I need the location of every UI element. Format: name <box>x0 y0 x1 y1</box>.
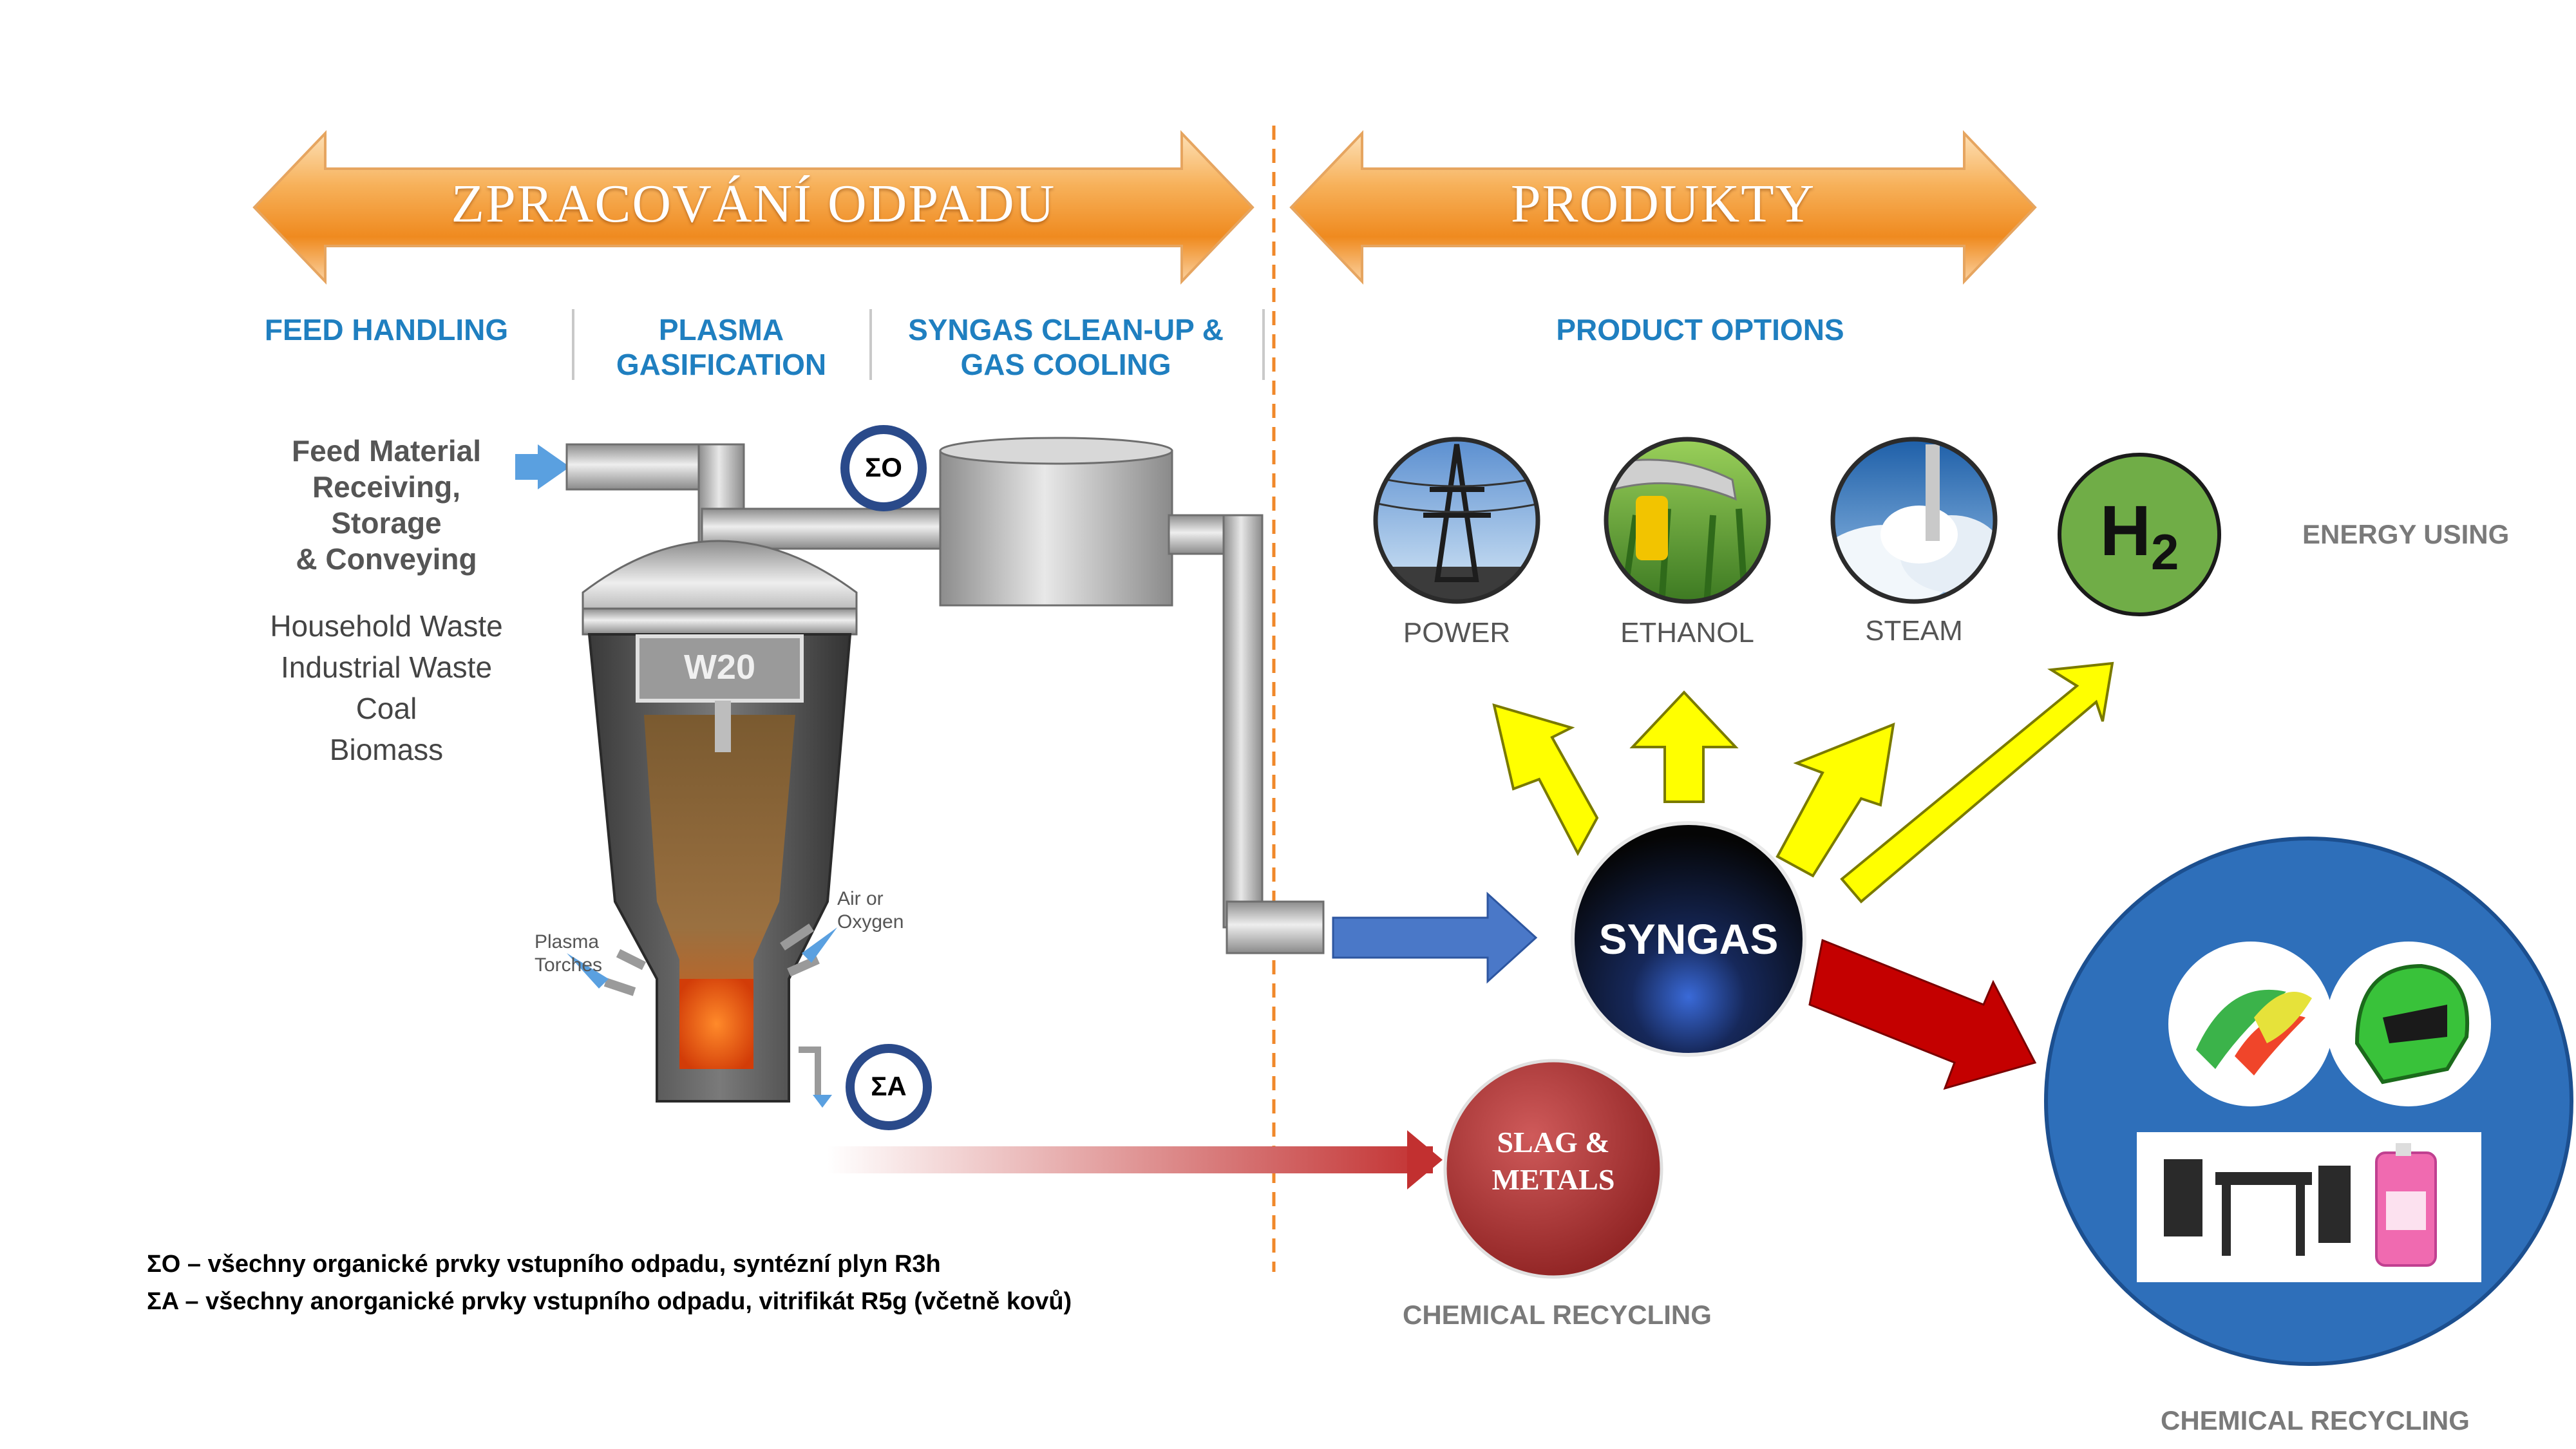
steam-image <box>1830 437 1998 604</box>
syngas-input-arrow <box>1332 891 1538 984</box>
arrow-to-h2 <box>1840 661 2114 904</box>
feed-item: Industrial Waste <box>280 650 493 684</box>
air-oxygen-label: Air or Oxygen <box>837 887 940 934</box>
banner-left-title: ZPRACOVÁNÍ ODPADU <box>451 174 1056 234</box>
ethanol-image <box>1604 437 1771 604</box>
banner-right-title: PRODUKTY <box>1510 174 1816 234</box>
banner-left-arrow <box>252 130 1255 285</box>
feed-item: Coal <box>355 692 417 725</box>
step-syngas-line-1: SYNGAS CLEAN-UP & <box>908 313 1224 346</box>
slag-label-line-1: SLAG & <box>1497 1126 1610 1159</box>
feed-title-line-2: Receiving, <box>312 470 461 504</box>
slag-metals-label: SLAG & METALS <box>1457 1124 1650 1198</box>
steam-label: STEAM <box>1865 615 1963 647</box>
feed-title-line-3: Storage <box>331 506 442 540</box>
feed-items-list: Household Waste Industrial Waste Coal Bi… <box>232 605 541 770</box>
energy-using-label: ENERGY USING <box>2302 519 2510 549</box>
power-label: POWER <box>1403 617 1511 649</box>
plasma-torches-label: Plasma Torches <box>535 931 638 977</box>
syngas-node <box>1571 821 1806 1057</box>
h2-circle <box>2058 453 2221 616</box>
feed-item: Biomass <box>329 733 444 766</box>
chemical-recycling-center-label: CHEMICAL RECYCLING <box>1403 1300 1712 1330</box>
slag-arrow <box>828 1130 1443 1189</box>
piping <box>565 437 1325 954</box>
step-plasma-line-1: PLASMA <box>658 313 784 346</box>
plasma-label-line-1: Plasma <box>535 931 600 952</box>
feed-input-arrow <box>515 444 570 489</box>
arrow-to-recycling <box>1808 938 2037 1090</box>
gasifier-reactor <box>567 540 858 1108</box>
arrow-to-ethanol <box>1629 690 1739 803</box>
slag-metals-node <box>1443 1059 1663 1279</box>
plasma-label-line-2: Torches <box>535 954 603 976</box>
sigma-o-label: ΣO <box>865 452 902 482</box>
feed-title-line-1: Feed Material <box>292 434 481 468</box>
slag-label-line-2: METALS <box>1492 1163 1615 1196</box>
feed-title-line-4: & Conveying <box>296 542 477 576</box>
air-label-line-1: Air or <box>837 888 884 909</box>
feed-material-title: Feed Material Receiving, Storage & Conve… <box>245 433 528 577</box>
legend-line-2: ΣA – všechny anorganické prvky vstupního… <box>147 1288 1072 1315</box>
step-syngas-line-2: GAS COOLING <box>960 348 1171 381</box>
syngas-label: SYNGAS <box>1598 915 1779 963</box>
arrow-to-power <box>1492 703 1599 857</box>
chemical-recycling-products <box>2044 837 2573 1366</box>
step-plasma-line-2: GASIFICATION <box>616 348 827 381</box>
sigma-o-ring <box>840 425 927 511</box>
step-syngas-cleanup: SYNGAS CLEAN-UP & GAS COOLING <box>879 312 1253 382</box>
power-image <box>1373 437 1540 604</box>
air-label-line-2: Oxygen <box>837 911 904 933</box>
h2-letter: H <box>2099 491 2152 571</box>
step-feed-handling: FEED HANDLING <box>264 313 509 346</box>
step-product-options: PRODUCT OPTIONS <box>1556 313 1844 346</box>
sigma-a-label: ΣA <box>871 1071 907 1101</box>
feed-item: Household Waste <box>270 609 503 643</box>
ethanol-label: ETHANOL <box>1620 617 1754 649</box>
reactor-label: W20 <box>683 648 756 687</box>
arrow-to-steam <box>1776 722 1895 878</box>
h2-subscript: 2 <box>2151 524 2179 580</box>
chemical-recycling-right-label: CHEMICAL RECYCLING <box>2161 1405 2470 1435</box>
sigma-a-ring <box>846 1044 932 1130</box>
h2-symbol: H2 <box>2060 493 2219 591</box>
banner-right-arrow <box>1289 130 2037 285</box>
legend-line-1: ΣO – všechny organické prvky vstupního o… <box>147 1251 941 1278</box>
step-plasma-gasification: PLASMA GASIFICATION <box>580 312 863 382</box>
